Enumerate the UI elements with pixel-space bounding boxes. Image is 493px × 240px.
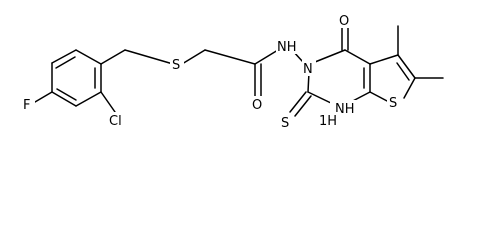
bond-co-nh [254,49,279,65]
bond-c6-s [403,77,416,99]
bond-c5-c6-inner [396,62,410,81]
bond-c4-c5-inner [56,88,77,101]
bond-n3-c4 [314,49,346,63]
atom-label-thiophene-sulfur: S [389,96,397,111]
bond-c2-s-second [294,95,312,117]
bond-c4-c4a [344,49,371,65]
atom-label-ring-nh: NH [335,102,355,117]
atom-label-fluorine: F [23,98,30,113]
bond-s-c7a [369,91,390,103]
bond-ch2-s [124,49,174,65]
bond-c4a-c5 [369,54,399,65]
bond-c1-c2 [75,49,102,65]
bond-c4-c5 [51,91,77,107]
bond-s-ch2 [181,49,206,65]
bond-n1-c2 [307,91,334,105]
bond-c1-ch2 [100,49,126,65]
bond-c2-s [289,91,307,113]
molecule-structure: F Cl S O NH N O S NH 1H S [22,12,444,131]
bonds [34,25,444,117]
atom-label-chlorine: Cl [109,114,122,129]
atom-label-ring-1h: 1H [319,114,337,129]
atom-label-amide-nh: NH [277,40,297,55]
atom-label-thioxo-sulfur: S [281,116,289,131]
atom-labels: F Cl S O NH N O S NH 1H S [22,12,401,131]
bond-c4-f [34,91,53,103]
bond-c2-c3-inner [55,56,76,69]
atom-label-amide-oxygen: O [252,98,262,113]
atom-label-ring-nitrogen: N [303,62,313,77]
bond-c5-c6 [397,54,416,79]
atom-label-ring-oxygen: O [339,14,349,29]
bond-c2-c3 [51,49,77,64]
bond-ch2-co [204,49,256,65]
atom-label-thioether-sulfur: S [172,58,180,73]
bond-c5-c6 [75,91,102,107]
bond-c6-cl [100,91,116,113]
